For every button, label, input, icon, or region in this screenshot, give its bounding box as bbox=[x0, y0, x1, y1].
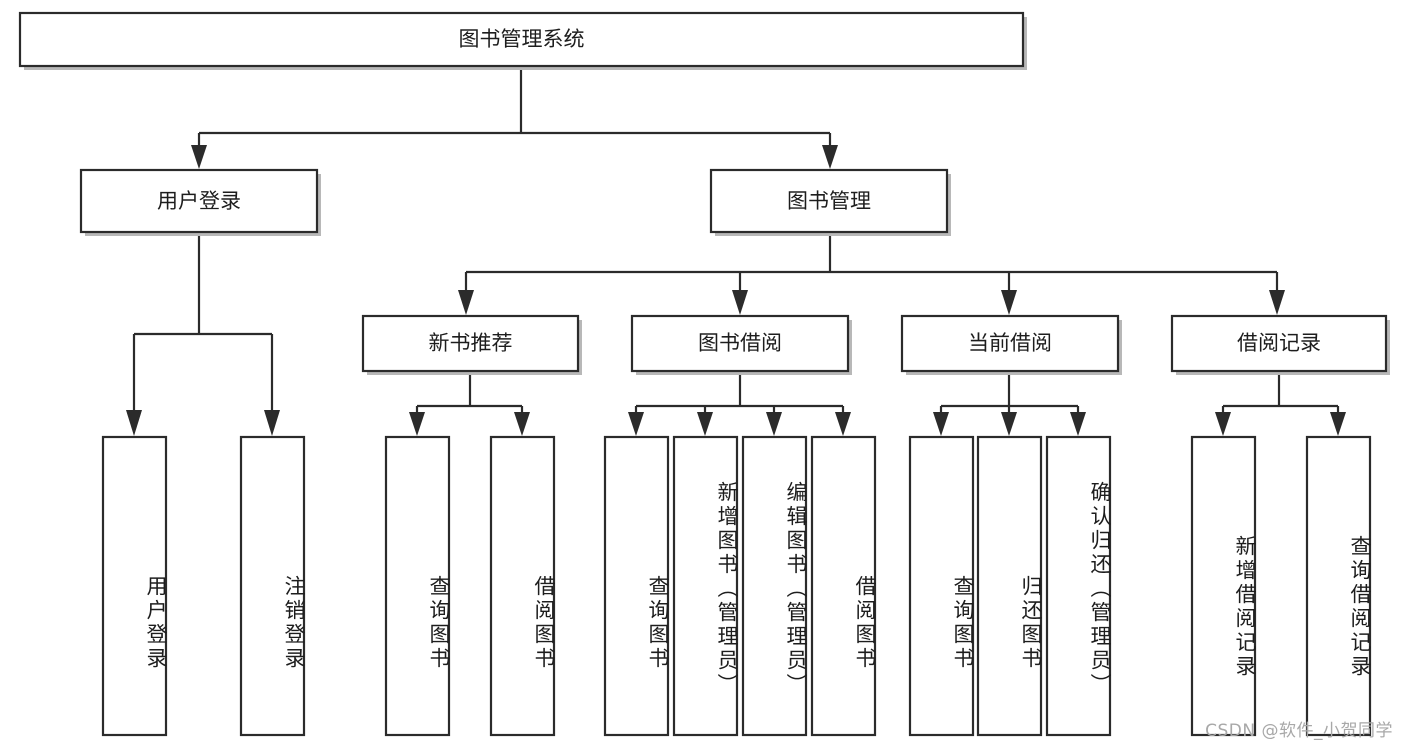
leaf-box-borrow-record-1[interactable] bbox=[1305, 435, 1372, 737]
leaf-box-borrow-record-0[interactable] bbox=[1190, 435, 1257, 737]
arrow-userlogin-l1 bbox=[126, 410, 142, 436]
leaf-box-book-borrow-2[interactable] bbox=[741, 435, 808, 737]
arrow-bookmgmt-to-borrowrecord bbox=[1269, 290, 1285, 315]
node-box-group bbox=[18, 11, 1390, 737]
arrow-bookmgmt-to-bookborrow bbox=[732, 290, 748, 315]
leaf-box-new-book-0[interactable] bbox=[384, 435, 451, 737]
node-box-user-login[interactable] bbox=[79, 168, 319, 234]
leaf-box-user-login-1[interactable] bbox=[239, 435, 306, 737]
leaf-box-current-borrow-1[interactable] bbox=[976, 435, 1043, 737]
node-box-new-book[interactable] bbox=[361, 314, 580, 373]
arrow-bookborrow-l2 bbox=[697, 412, 713, 436]
arrow-currentborrow-l2 bbox=[1001, 412, 1017, 436]
node-box-book-borrow[interactable] bbox=[630, 314, 850, 373]
leaf-box-book-borrow-3[interactable] bbox=[810, 435, 877, 737]
arrow-currentborrow-l3 bbox=[1070, 412, 1086, 436]
arrow-root-to-user-login bbox=[191, 145, 207, 169]
arrow-newbook-l2 bbox=[514, 412, 530, 436]
arrow-currentborrow-l1 bbox=[933, 412, 949, 436]
leaf-box-book-borrow-0[interactable] bbox=[603, 435, 670, 737]
node-box-borrow-record[interactable] bbox=[1170, 314, 1388, 373]
arrow-userlogin-l2 bbox=[264, 410, 280, 436]
node-box-book-mgmt[interactable] bbox=[709, 168, 949, 234]
node-box-root[interactable] bbox=[18, 11, 1025, 68]
leaf-box-new-book-1[interactable] bbox=[489, 435, 556, 737]
connector-group bbox=[126, 66, 1346, 436]
arrow-newbook-l1 bbox=[409, 412, 425, 436]
arrow-bookborrow-l3 bbox=[766, 412, 782, 436]
arrow-bookmgmt-to-currentborrow bbox=[1001, 290, 1017, 315]
csdn-watermark: CSDN @软件_小贺同学 bbox=[1205, 721, 1393, 741]
arrow-borrowrecord-l1 bbox=[1215, 412, 1231, 436]
arrow-borrowrecord-l2 bbox=[1330, 412, 1346, 436]
leaf-box-user-login-0[interactable] bbox=[101, 435, 168, 737]
arrow-bookborrow-l4 bbox=[835, 412, 851, 436]
leaf-box-current-borrow-0[interactable] bbox=[908, 435, 975, 737]
arrow-root-to-book-mgmt bbox=[822, 145, 838, 169]
node-box-current-borrow[interactable] bbox=[900, 314, 1120, 373]
arrow-bookmgmt-to-newbook bbox=[458, 290, 474, 315]
arrow-bookborrow-l1 bbox=[628, 412, 644, 436]
leaf-box-book-borrow-1[interactable] bbox=[672, 435, 739, 737]
leaf-box-current-borrow-2[interactable] bbox=[1045, 435, 1112, 737]
